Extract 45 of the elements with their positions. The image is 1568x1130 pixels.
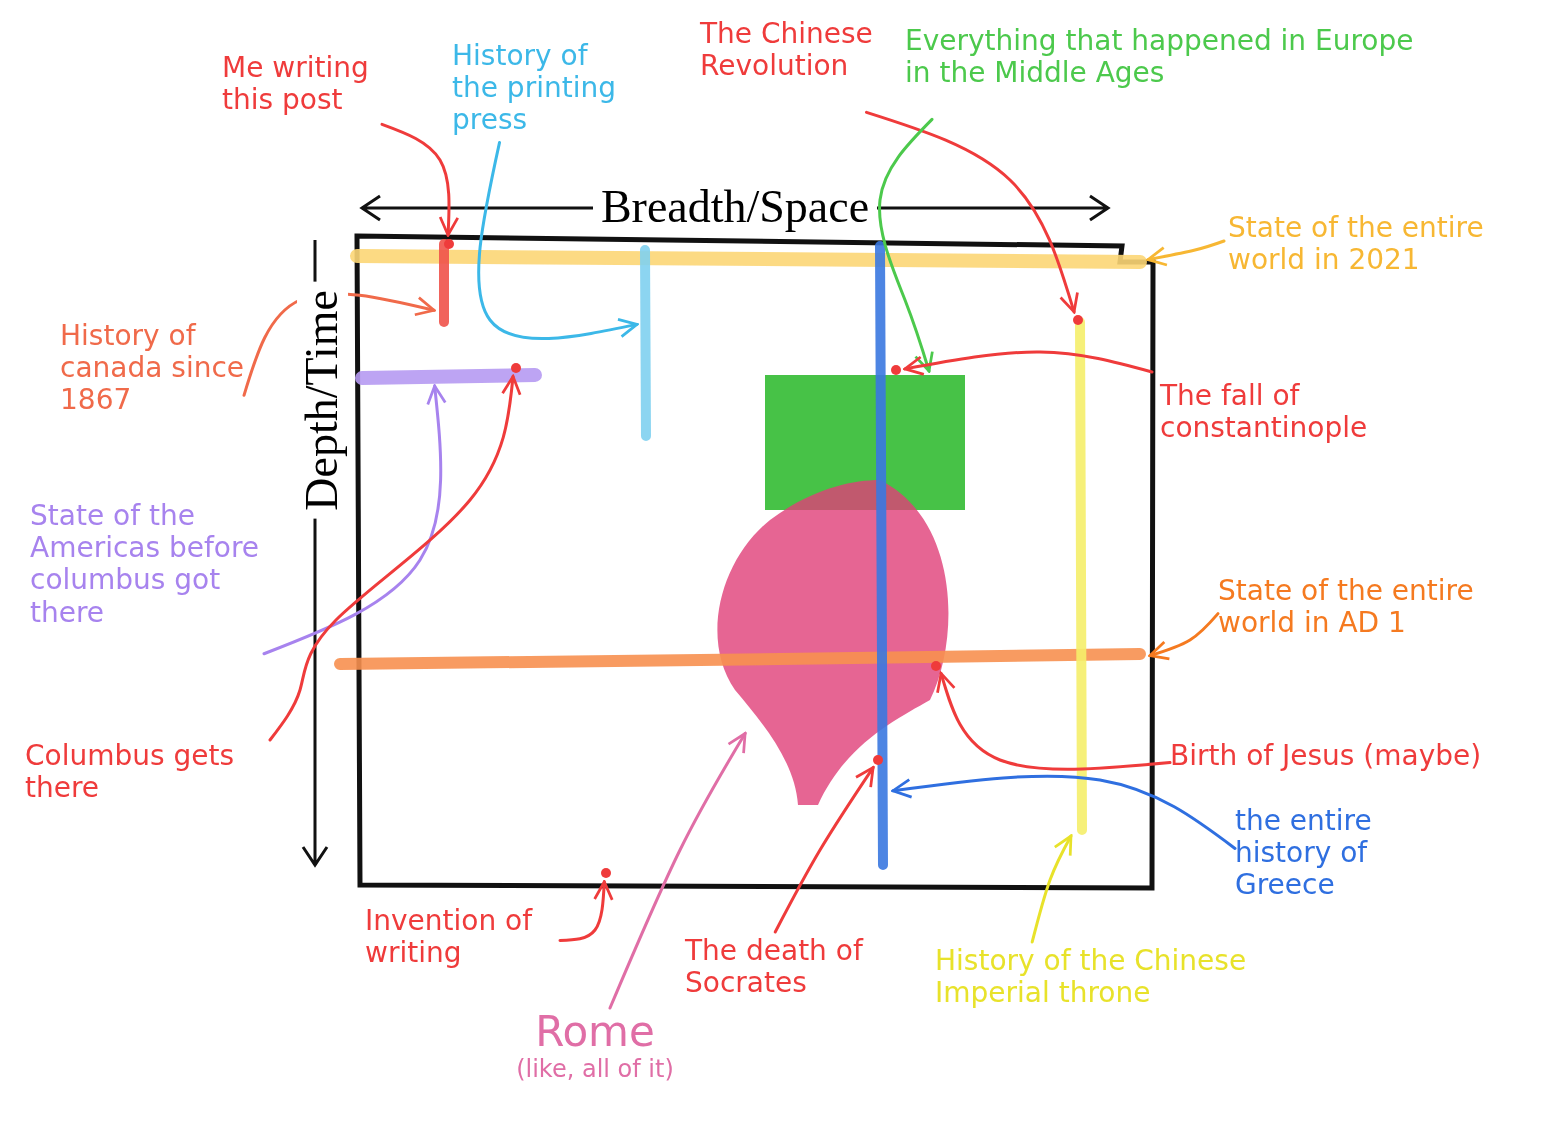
annotation-text: The fall of constantinople	[1160, 380, 1369, 445]
arrow	[936, 671, 1172, 771]
annotation-text: Birth of Jesus (maybe)	[1170, 740, 1483, 773]
highlight-line	[640, 245, 651, 441]
arrow	[608, 732, 747, 1010]
arrow	[558, 880, 614, 942]
highlight-blob	[717, 480, 949, 805]
annotation-text: the entire history of Greece	[1235, 805, 1373, 902]
annotation-text: History of canada since 1867	[60, 320, 246, 417]
arrow	[1030, 834, 1073, 944]
event-dot	[511, 363, 521, 373]
highlight-line	[355, 368, 542, 385]
annotation-text: (like, all of it)	[515, 1056, 675, 1084]
arrow	[1148, 612, 1220, 661]
annotation-text: Invention of writing	[365, 905, 534, 970]
axis-label: Depth/Time	[296, 281, 348, 519]
highlight-line	[875, 241, 888, 870]
arrow	[878, 117, 934, 373]
annotation-text: The Chinese Revolution	[700, 18, 874, 83]
highlight-line	[439, 239, 449, 327]
arrow	[891, 774, 1237, 850]
arrow	[380, 122, 460, 237]
annotation-text: Me writing this post	[222, 52, 370, 117]
arrow	[477, 141, 639, 340]
annotation-text: Rome	[534, 1008, 656, 1057]
annotation-text: History of the printing press	[452, 40, 617, 137]
annotation-text: The death of Socrates	[685, 935, 865, 1000]
highlight-line	[334, 648, 1146, 670]
annotation-text: State of the entire world in AD 1	[1218, 575, 1475, 640]
event-dot	[931, 661, 941, 671]
event-dot	[444, 239, 454, 249]
arrow	[865, 110, 1079, 314]
event-dot	[891, 365, 901, 375]
arrow	[262, 384, 447, 656]
event-dot	[601, 868, 611, 878]
annotation-text: Columbus gets there	[25, 740, 236, 805]
annotation-text: State of the entire world in 2021	[1228, 212, 1485, 277]
highlight-line	[350, 249, 1147, 269]
annotation-text: State of the Americas before columbus got there	[30, 500, 261, 629]
arrow	[268, 375, 522, 742]
annotation-text: History of the Chinese Imperial throne	[935, 945, 1248, 1010]
arrow	[1146, 239, 1226, 267]
highlight-line	[1075, 317, 1087, 835]
annotation-text: Everything that happened in Europe in the Middle Ages	[905, 25, 1415, 90]
arrow	[773, 766, 875, 934]
